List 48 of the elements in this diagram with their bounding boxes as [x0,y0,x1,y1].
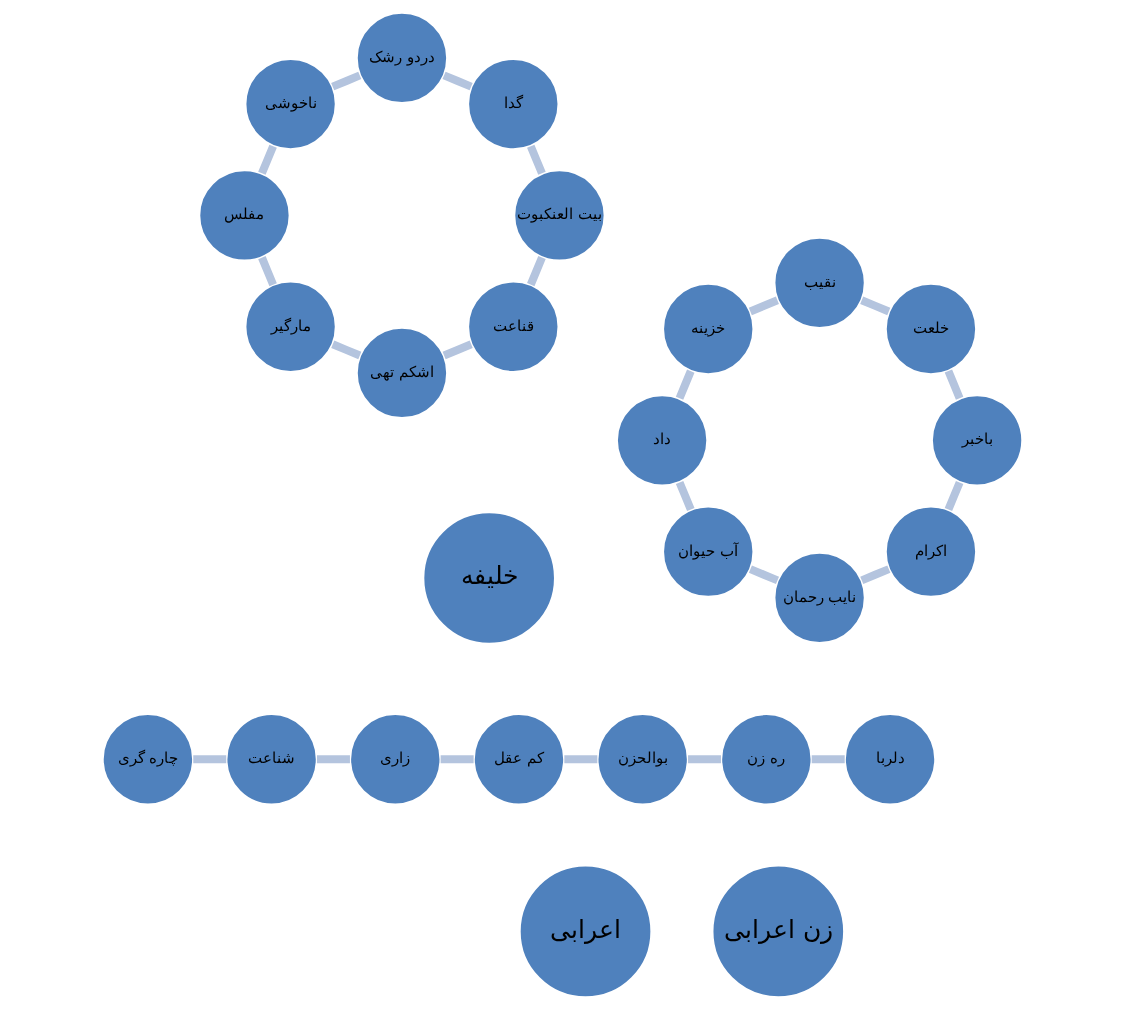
node-circle: آب حیوان [661,505,755,599]
connector [675,480,695,512]
node-circle: دردو رشک [355,11,449,105]
connector [944,369,964,400]
node-circle: اکرام [884,505,978,599]
node-circle: چاره گری [101,712,195,806]
connector [331,71,362,91]
node-circle: نایب رحمان [773,551,867,645]
node-circle: اعرابی [518,864,653,999]
connector [440,755,474,764]
connector [316,755,350,764]
connector [564,755,598,764]
connector [811,755,845,764]
connector [860,296,891,316]
connector [860,565,891,585]
node-circle: داد [615,393,709,487]
node-circle: خلیفه [422,510,557,646]
connector [944,480,964,512]
node-circle: زن اعرابی [711,864,846,999]
node-circle: اشکم تهی [355,326,449,420]
node-circle: خلعت [884,282,978,376]
node-circle: نقیب [773,236,867,330]
connector [193,755,227,764]
node-circle: مفلس [198,168,291,262]
node-circle: شناعت [225,712,319,806]
node-circle: مارگیر [244,280,338,374]
node-circle: بیت العنکبوت [512,168,606,262]
connector [748,565,780,585]
node-circle: دلربا [843,712,937,806]
node-circle: ناخوشی [244,57,338,151]
node-circle: زاری [348,712,442,806]
connector [331,340,362,360]
connector [527,144,546,175]
connector [688,755,721,764]
connector [675,369,695,400]
node-circle: کم عقل [472,712,566,806]
node-circle: قناعت [466,280,560,374]
connector [258,256,277,287]
node-circle: گدا [466,57,560,151]
node-circle: ره زن [719,712,813,806]
connector [748,296,779,316]
connector [258,144,277,175]
connector [442,340,473,360]
connector [442,71,473,91]
node-circle: بوالحزن [596,712,690,806]
connector [527,256,546,287]
node-circle: خزینه [661,282,755,376]
node-circle: باخبر [930,393,1024,487]
